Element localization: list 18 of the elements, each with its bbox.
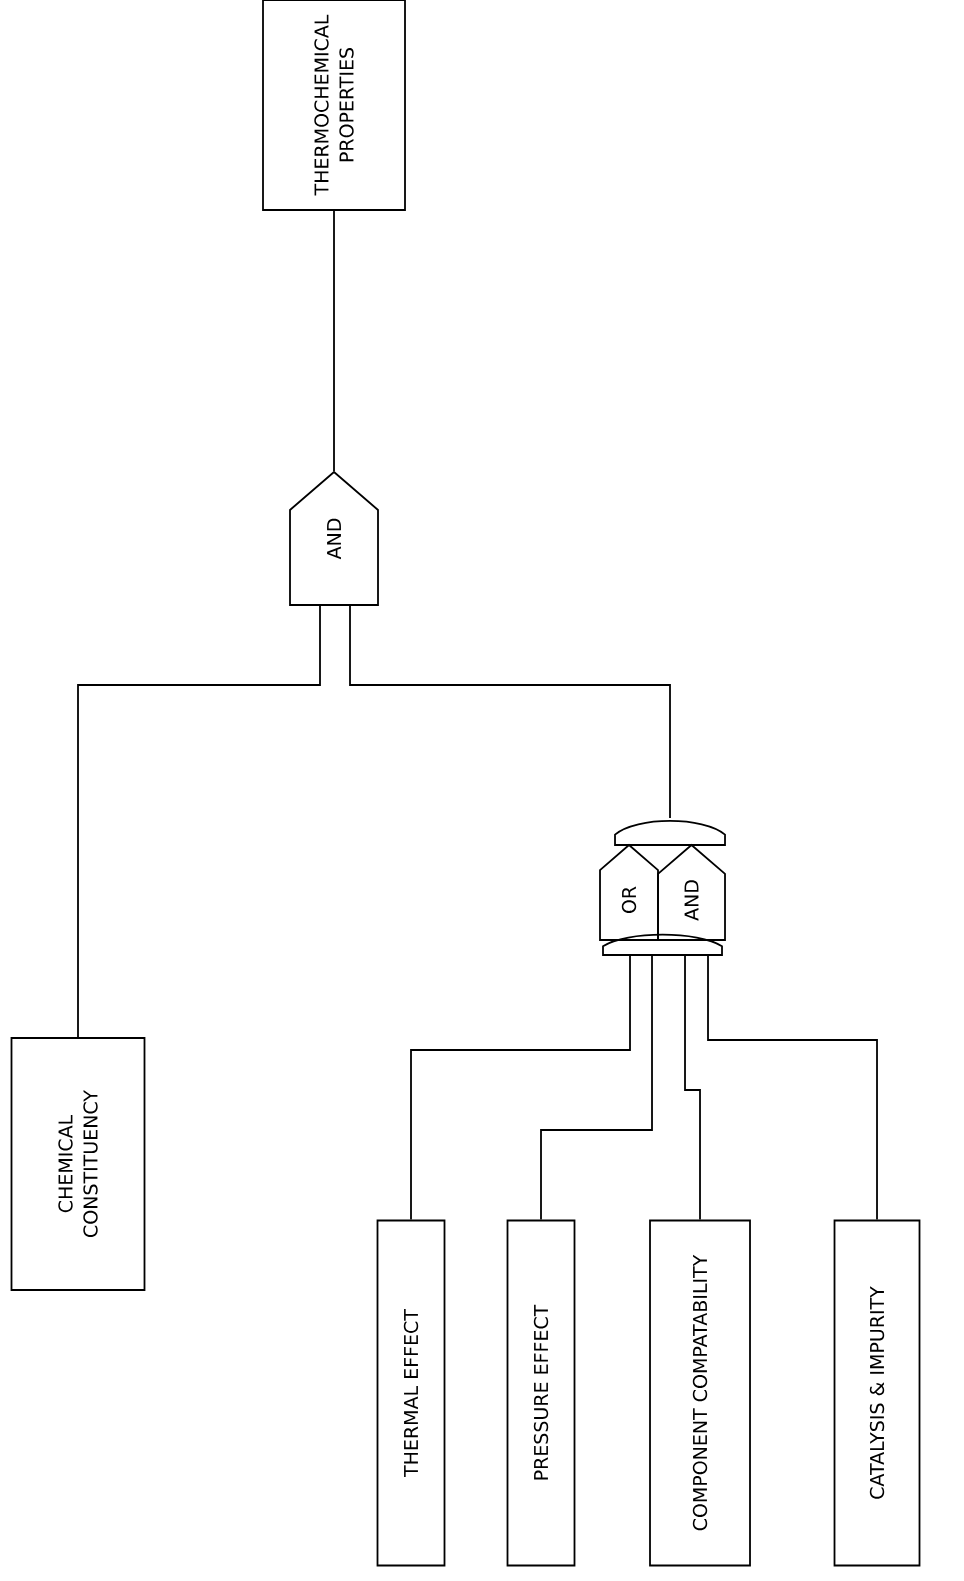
- connector-line: [333, 210, 335, 472]
- gate-cap: [614, 820, 726, 846]
- event-box: PRESSURE EFFECT: [506, 1219, 576, 1567]
- connector-line: [684, 955, 701, 1221]
- event-box: THERMOCHEMICAL PROPERTIES: [262, 0, 406, 211]
- connector-line: [77, 605, 321, 1038]
- event-box: COMPONENT COMPATABILITY: [649, 1219, 751, 1567]
- connector-line: [540, 955, 653, 1221]
- connector-line: [349, 605, 671, 819]
- event-box: CATALYSIS & IMPURITY: [833, 1219, 921, 1567]
- event-box: CHEMICAL CONSTITUENCY: [10, 1037, 146, 1291]
- or-gate: OR: [599, 843, 659, 941]
- and-gate: AND: [657, 843, 726, 941]
- connector-line: [410, 955, 631, 1221]
- gate-base: [602, 933, 723, 956]
- and-gate: AND: [289, 470, 379, 606]
- event-box: THERMAL EFFECT: [376, 1219, 446, 1567]
- connector-line: [707, 955, 878, 1221]
